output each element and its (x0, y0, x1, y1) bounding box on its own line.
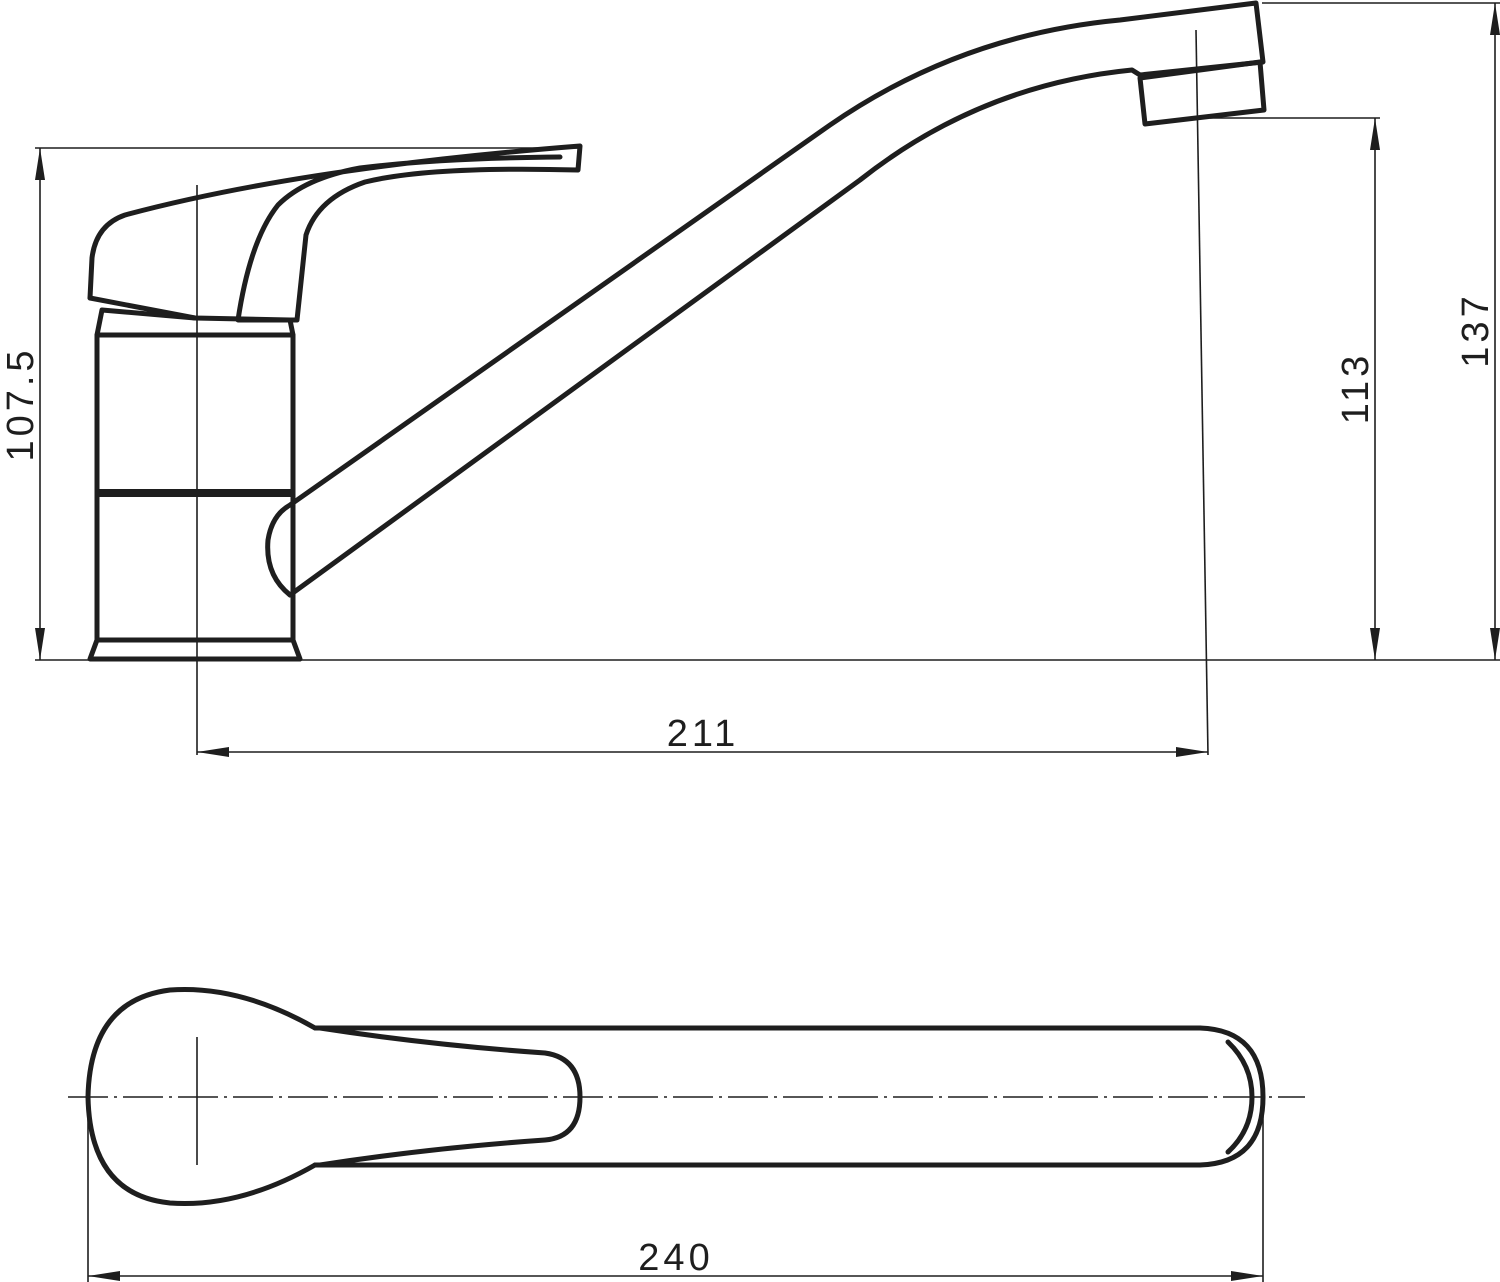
faucet-body (94, 332, 296, 643)
lever-bottom (87, 295, 198, 321)
outlet-centerline (1195, 29, 1209, 756)
arrow-icon (1176, 747, 1208, 757)
arrow-icon (35, 628, 45, 660)
arrow-icon (35, 148, 45, 180)
arrow-icon (1490, 3, 1500, 35)
dimension-label-body-height: 107.5 (0, 346, 42, 461)
dimension-label-total-height: 137 (1455, 292, 1497, 367)
dimension-label-outlet-height: 113 (1335, 352, 1377, 425)
arrow-icon (197, 747, 229, 757)
arrow-icon (88, 1271, 120, 1281)
side-view: 107.5 113 137 211 (0, 0, 1500, 757)
top-view: 240 (68, 987, 1305, 1282)
dimension-label-total-length: 240 (638, 1237, 713, 1279)
arrow-icon (1370, 628, 1380, 660)
aerator (1137, 59, 1267, 127)
arrow-icon (1231, 1271, 1263, 1281)
faucet-base (87, 637, 303, 662)
lever-handle (87, 143, 583, 323)
dimension-label-spout-reach: 211 (667, 713, 740, 755)
arrow-icon (1490, 628, 1500, 660)
arrow-icon (1370, 118, 1380, 150)
spout (265, 0, 1266, 598)
